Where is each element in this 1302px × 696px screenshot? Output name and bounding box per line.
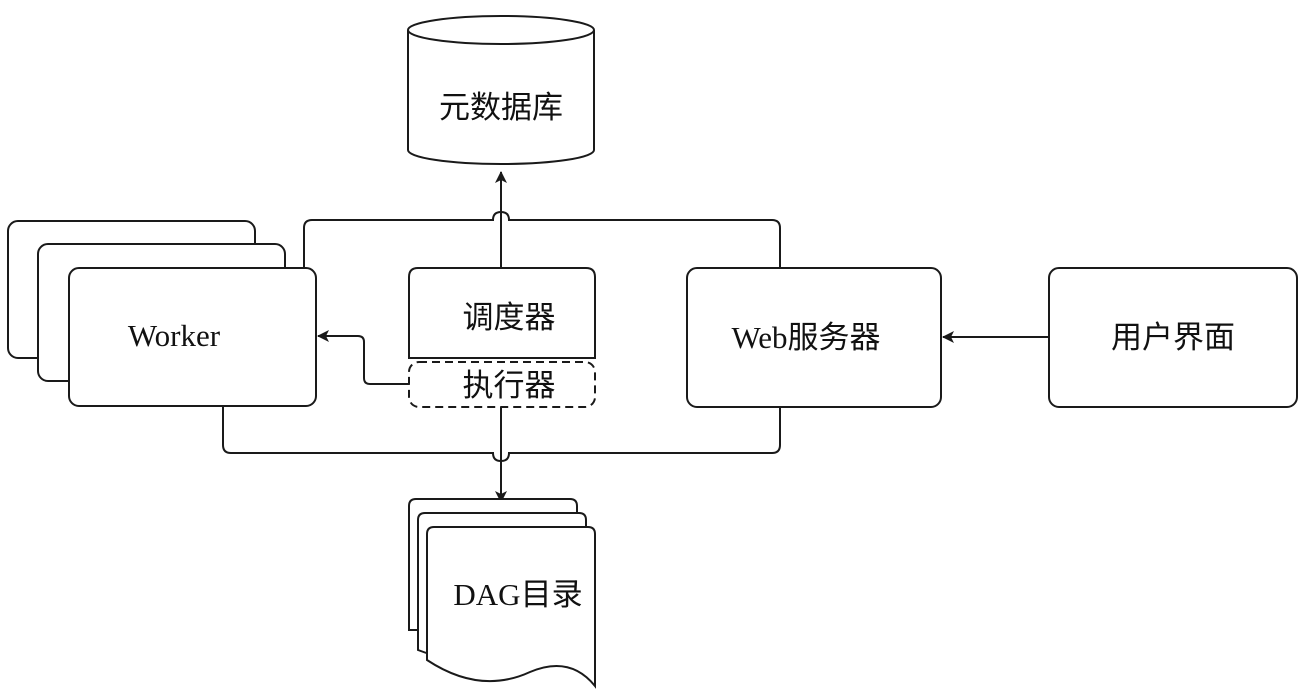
top-bus-connector	[303, 210, 781, 268]
executor-label: 执行器	[463, 368, 556, 403]
executor-to-worker-arrow	[317, 330, 409, 385]
worker-node: Worker	[7, 220, 317, 407]
dag-directory-label: DAG目录	[453, 577, 582, 612]
worker-label: Worker	[128, 318, 221, 353]
scheduler-node: 调度器	[408, 267, 596, 359]
web-server-node: Web服务器	[686, 267, 942, 408]
scheduler-label: 调度器	[463, 300, 556, 335]
metadata-db-node: 元数据库	[407, 15, 595, 165]
dag-directory-node: DAG目录	[408, 498, 596, 689]
user-interface-label: 用户界面	[1111, 320, 1235, 355]
metadata-db-label: 元数据库	[439, 90, 563, 125]
executor-node: 执行器	[408, 361, 596, 408]
user-interface-node: 用户界面	[1048, 267, 1298, 408]
web-server-label: Web服务器	[731, 320, 880, 355]
